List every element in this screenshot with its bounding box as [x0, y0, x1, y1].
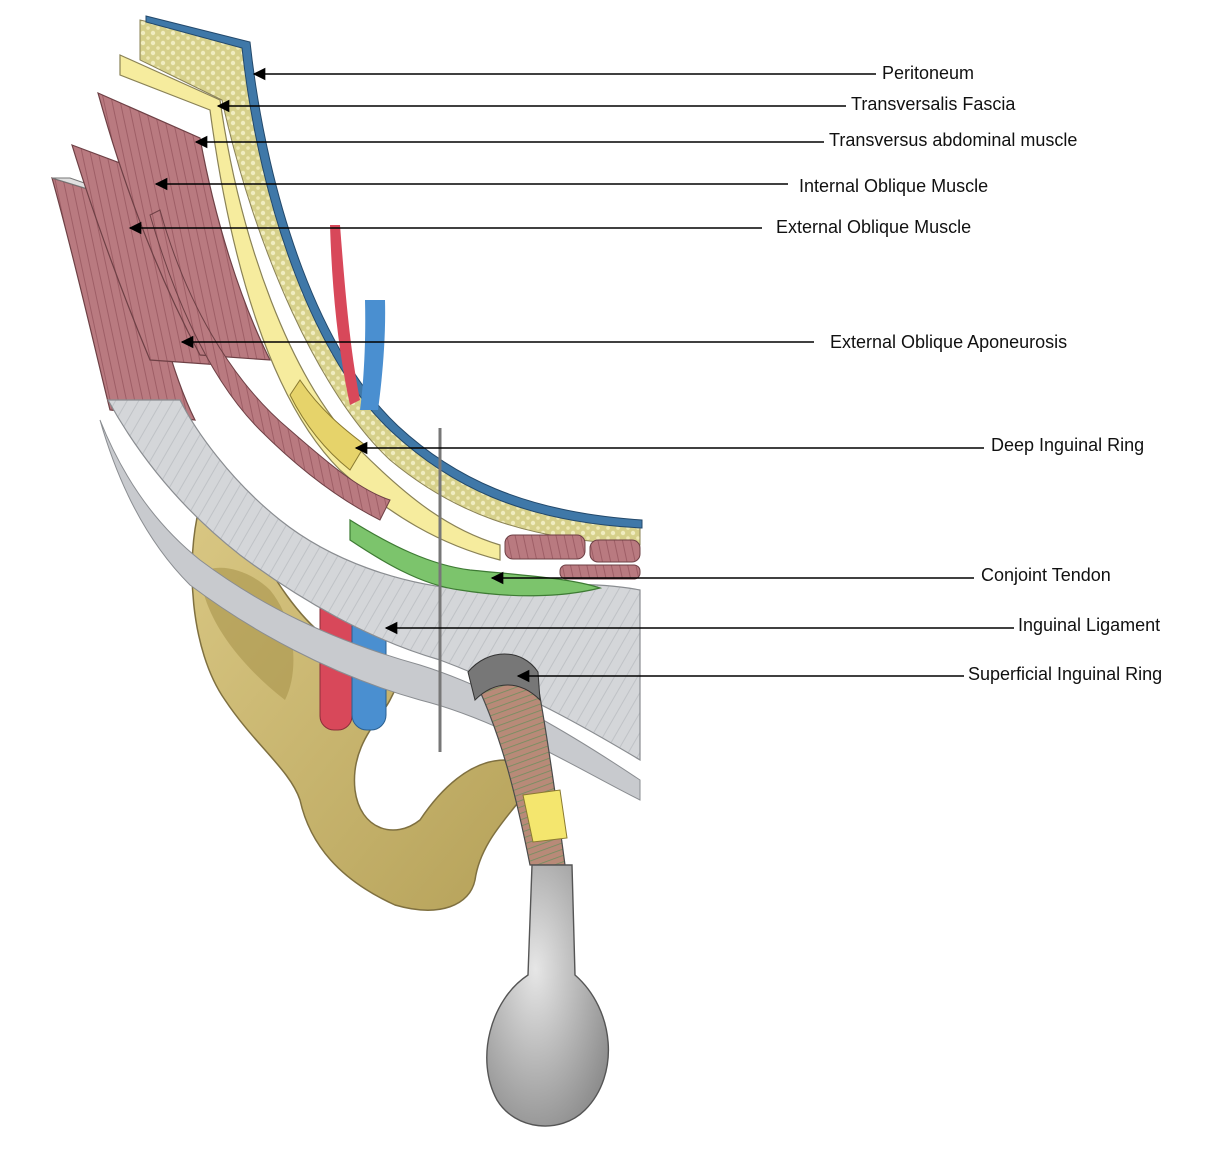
anatomy-illustration [51, 15, 643, 1127]
labels: Peritoneum Transversalis Fascia Transver… [776, 63, 1162, 684]
label-deep-inguinal-ring: Deep Inguinal Ring [991, 435, 1144, 455]
peritoneum-layer [145, 15, 643, 529]
label-conjoint-tendon: Conjoint Tendon [981, 565, 1111, 585]
label-external-oblique-muscle: External Oblique Muscle [776, 217, 971, 237]
label-peritoneum: Peritoneum [882, 63, 974, 83]
label-inguinal-ligament: Inguinal Ligament [1018, 615, 1160, 635]
label-external-oblique-aponeurosis: External Oblique Aponeurosis [830, 332, 1067, 352]
transversalis-fascia-layer [119, 54, 501, 561]
internal-oblique-band [149, 209, 391, 521]
superficial-ring-sheath [467, 653, 541, 702]
deep-ring-structures [289, 379, 366, 471]
testicular-vein-upper [360, 300, 386, 410]
cord-yellow-band [522, 789, 568, 843]
transversus-muscle-slab [97, 91, 272, 361]
label-internal-oblique-muscle: Internal Oblique Muscle [799, 176, 988, 196]
testicular-vessels [330, 225, 360, 405]
rectus-muscle-blocks [504, 534, 641, 580]
testis [486, 864, 610, 1127]
label-transversus-abdominal-muscle: Transversus abdominal muscle [829, 130, 1077, 150]
leader-lines [128, 67, 1014, 683]
label-transversalis-fascia: Transversalis Fascia [851, 94, 1016, 114]
conjoint-tendon-shape [349, 518, 603, 597]
label-superficial-inguinal-ring: Superficial Inguinal Ring [968, 664, 1162, 684]
